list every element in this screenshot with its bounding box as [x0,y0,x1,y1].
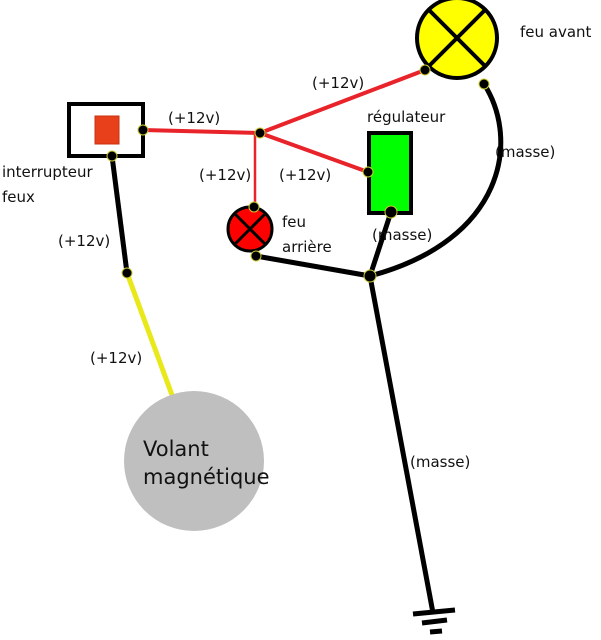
label-feu-avant: feu avant [520,23,592,41]
label-wire-switch-down: (+12v) [58,232,110,250]
label-feu-arriere-2: arrière [282,238,332,256]
ground-symbol-icon [412,607,456,635]
label-regulateur: régulateur [367,108,446,126]
label-interrupteur: interrupteur [2,163,93,181]
label-wire-switch-junction: (+12v) [168,109,220,127]
label-wire-generator: (+12v) [90,349,142,367]
ground-wire-rear-lamp [255,253,371,279]
rear-lamp [226,205,274,253]
generator [124,391,264,531]
label-feu-arriere-1: feu [282,213,306,231]
wire-generator [124,272,175,396]
label-masse-front: (masse) [495,143,555,161]
wire-front-lamp [259,68,426,135]
label-masse-ground: (masse) [410,453,470,471]
wire-switch-down [109,155,130,274]
label-masse-regulator: (masse) [372,226,432,244]
wire-regulator [259,131,369,174]
label-magnetique: magnétique [143,465,270,489]
label-volant: Volant [143,437,209,461]
ground-wire-regulator [367,211,394,277]
label-wire-rear-lamp: (+12v) [199,166,251,184]
junction-dots [106,64,490,283]
label-feux: feux [2,188,35,206]
regulator [367,131,413,215]
front-lamp [415,0,499,80]
label-wire-regulator: (+12v) [279,166,331,184]
switch [67,102,145,158]
wire-switch-junction [142,128,261,135]
ground-wire-front-lamp [369,82,504,279]
ground-wire-main [367,275,436,614]
label-wire-front-lamp: (+12v) [312,74,364,92]
